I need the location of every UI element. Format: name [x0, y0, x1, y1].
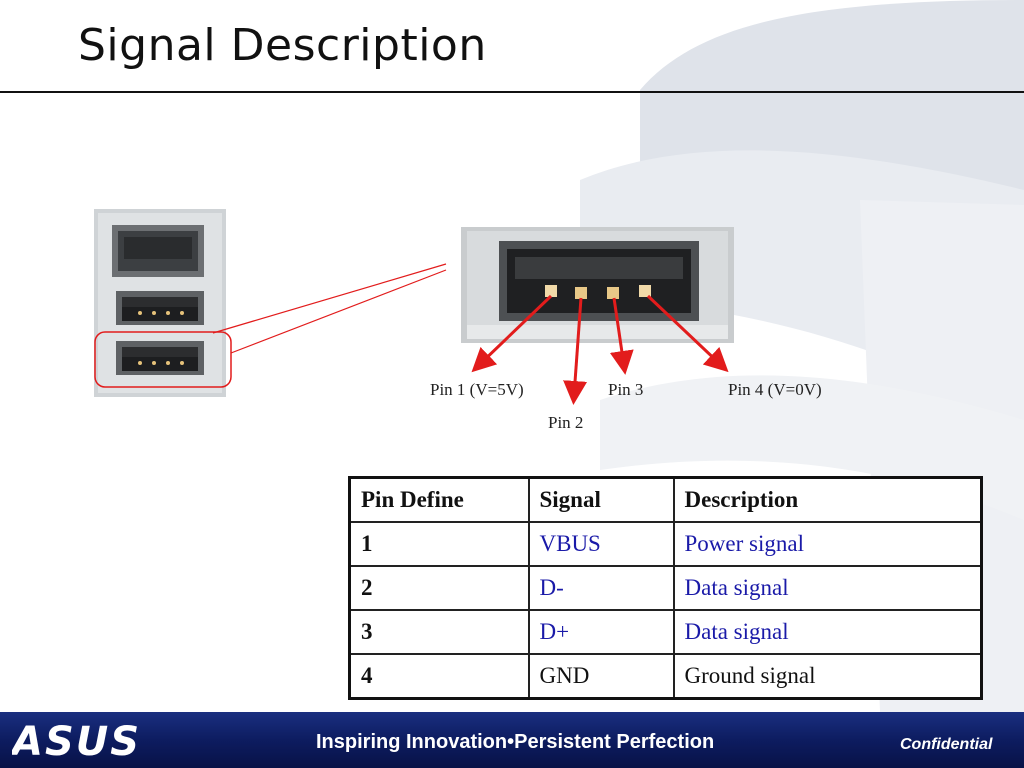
signal-cell: VBUS [527, 521, 675, 567]
description-cell: Ground signal [672, 653, 983, 700]
usb-port-zoom-photo [461, 227, 734, 343]
pin-cell: 3 [348, 609, 530, 655]
rear-io-panel-photo [94, 209, 226, 397]
column-header-description: Description [672, 476, 983, 523]
footer-tagline: Inspiring Innovation•Persistent Perfecti… [316, 731, 714, 754]
tagline-part-2: Persistent Perfection [514, 731, 715, 753]
table-header-row: Pin Define Signal Description [348, 476, 983, 523]
slide-title: Signal Description [78, 20, 487, 71]
footer-band: ASUS Inspiring Innovation•Persistent Per… [0, 712, 1024, 768]
logo-text: ASUS [12, 722, 141, 760]
signal-cell: D- [527, 565, 675, 611]
description-cell: Power signal [672, 521, 983, 567]
pin-cell: 4 [348, 653, 530, 700]
tagline-separator: • [507, 731, 515, 753]
pin-4-label: Pin 4 (V=0V) [728, 380, 822, 399]
signal-cell: GND [527, 653, 675, 700]
column-header-pin-define: Pin Define [348, 476, 530, 523]
table-row: 4 GND Ground signal [348, 653, 983, 700]
pin-cell: 2 [348, 565, 530, 611]
column-header-signal: Signal [527, 476, 675, 523]
description-cell: Data signal [672, 565, 983, 611]
pin-3-label: Pin 3 [608, 380, 644, 399]
pin-cell: 1 [348, 521, 530, 567]
description-cell: Data signal [672, 609, 983, 655]
pin-signal-table: Pin Define Signal Description 1 VBUS Pow… [348, 476, 983, 700]
tagline-part-1: Inspiring Innovation [316, 731, 508, 753]
confidential-label: Confidential [900, 736, 993, 753]
asus-logo: ASUS [12, 722, 141, 760]
signal-cell: D+ [527, 609, 675, 655]
pin-1-label: Pin 1 (V=5V) [430, 380, 524, 399]
title-divider [0, 91, 1024, 93]
table-row: 3 D+ Data signal [348, 609, 983, 655]
pin-2-label: Pin 2 [548, 413, 584, 432]
table-row: 2 D- Data signal [348, 565, 983, 611]
table-row: 1 VBUS Power signal [348, 521, 983, 567]
